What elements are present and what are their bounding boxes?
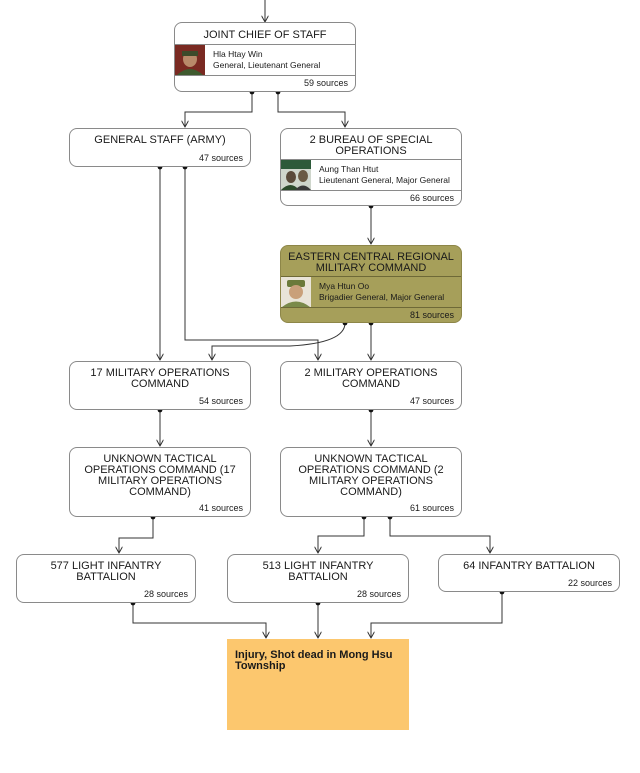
- node-title: 513 LIGHT INFANTRY BATTALION: [262, 560, 374, 583]
- node-title: 2 MILITARY OPERATIONS COMMAND: [304, 367, 438, 390]
- person-photo: [175, 45, 205, 75]
- node-title: 17 MILITARY OPERATIONS COMMAND: [90, 367, 230, 390]
- node-513-light-infantry-battalion[interactable]: 513 LIGHT INFANTRY BATTALION 28 sources: [227, 554, 409, 603]
- connector-ecrmc-moc17: [212, 322, 346, 360]
- node-2-military-operations-command[interactable]: 2 MILITARY OPERATIONS COMMAND 47 sources: [280, 361, 462, 410]
- node-title: JOINT CHIEF OF STAFF: [203, 29, 327, 41]
- person-rank: Lieutenant General, Major General: [319, 175, 450, 185]
- node-unknown-tactical-operations-command-2[interactable]: UNKNOWN TACTICAL OPERATIONS COMMAND (2 M…: [280, 447, 462, 517]
- person-entry[interactable]: Aung Than Htut Lieutenant General, Major…: [281, 160, 461, 190]
- person-entry[interactable]: Mya Htun Oo Brigadier General, Major Gen…: [281, 277, 461, 307]
- sources-count[interactable]: 22 sources: [567, 578, 612, 588]
- person-rank: Brigadier General, Major General: [319, 292, 445, 302]
- incident-outcome-text: Injury, Shot dead in Mong Hsu Township: [235, 649, 393, 672]
- person-name: Mya Htun Oo: [319, 281, 370, 291]
- connector-lib577-outcome: [132, 603, 266, 638]
- node-title: 2 BUREAU OF SPECIAL OPERATIONS: [309, 134, 433, 157]
- node-eastern-central-regional-military-command[interactable]: EASTERN CENTRAL REGIONAL MILITARY COMMAN…: [280, 245, 462, 323]
- connector-jcs-bso: [277, 92, 345, 127]
- sources-count[interactable]: 28 sources: [143, 589, 188, 599]
- node-title: GENERAL STAFF (ARMY): [94, 134, 226, 146]
- sources-count[interactable]: 47 sources: [409, 396, 454, 406]
- sources-count[interactable]: 28 sources: [356, 589, 401, 599]
- person-name: Aung Than Htut: [319, 164, 379, 174]
- connector-gs-moc2: [184, 167, 318, 360]
- connector-ib64-outcome: [371, 592, 503, 638]
- incident-outcome-box[interactable]: Injury, Shot dead in Mong Hsu Township: [227, 639, 409, 730]
- connector-toc17-lib577: [119, 517, 154, 553]
- sources-count[interactable]: 41 sources: [198, 503, 243, 513]
- node-general-staff-army[interactable]: GENERAL STAFF (ARMY) 47 sources: [69, 128, 251, 167]
- person-entry[interactable]: Hla Htay Win General, Lieutenant General: [175, 45, 355, 75]
- node-title: EASTERN CENTRAL REGIONAL MILITARY COMMAN…: [288, 251, 454, 274]
- sources-count[interactable]: 81 sources: [409, 310, 454, 320]
- person-name: Hla Htay Win: [213, 49, 263, 59]
- node-title: UNKNOWN TACTICAL OPERATIONS COMMAND (2 M…: [298, 453, 444, 498]
- sources-count[interactable]: 66 sources: [409, 193, 454, 203]
- node-title: 64 INFANTRY BATTALION: [463, 560, 595, 572]
- sources-count[interactable]: 59 sources: [303, 78, 348, 88]
- connector-jcs-gs: [185, 92, 253, 127]
- node-title: UNKNOWN TACTICAL OPERATIONS COMMAND (17 …: [84, 453, 236, 498]
- sources-count[interactable]: 47 sources: [198, 153, 243, 163]
- person-rank: General, Lieutenant General: [213, 60, 321, 70]
- node-unknown-tactical-operations-command-17[interactable]: UNKNOWN TACTICAL OPERATIONS COMMAND (17 …: [69, 447, 251, 517]
- node-title: 577 LIGHT INFANTRY BATTALION: [50, 560, 162, 583]
- node-17-military-operations-command[interactable]: 17 MILITARY OPERATIONS COMMAND 54 source…: [69, 361, 251, 410]
- sources-count[interactable]: 54 sources: [198, 396, 243, 406]
- sources-count[interactable]: 61 sources: [409, 503, 454, 513]
- person-photo: [281, 277, 311, 307]
- node-577-light-infantry-battalion[interactable]: 577 LIGHT INFANTRY BATTALION 28 sources: [16, 554, 196, 603]
- connector-toc2-lib513: [318, 517, 365, 553]
- node-joint-chief-of-staff[interactable]: JOINT CHIEF OF STAFF Hla Htay Win Genera…: [174, 22, 356, 92]
- person-photo: [281, 160, 311, 190]
- node-2-bureau-of-special-operations[interactable]: 2 BUREAU OF SPECIAL OPERATIONS Aung Than…: [280, 128, 462, 206]
- node-64-infantry-battalion[interactable]: 64 INFANTRY BATTALION 22 sources: [438, 554, 620, 592]
- connector-toc2-ib64: [389, 517, 490, 553]
